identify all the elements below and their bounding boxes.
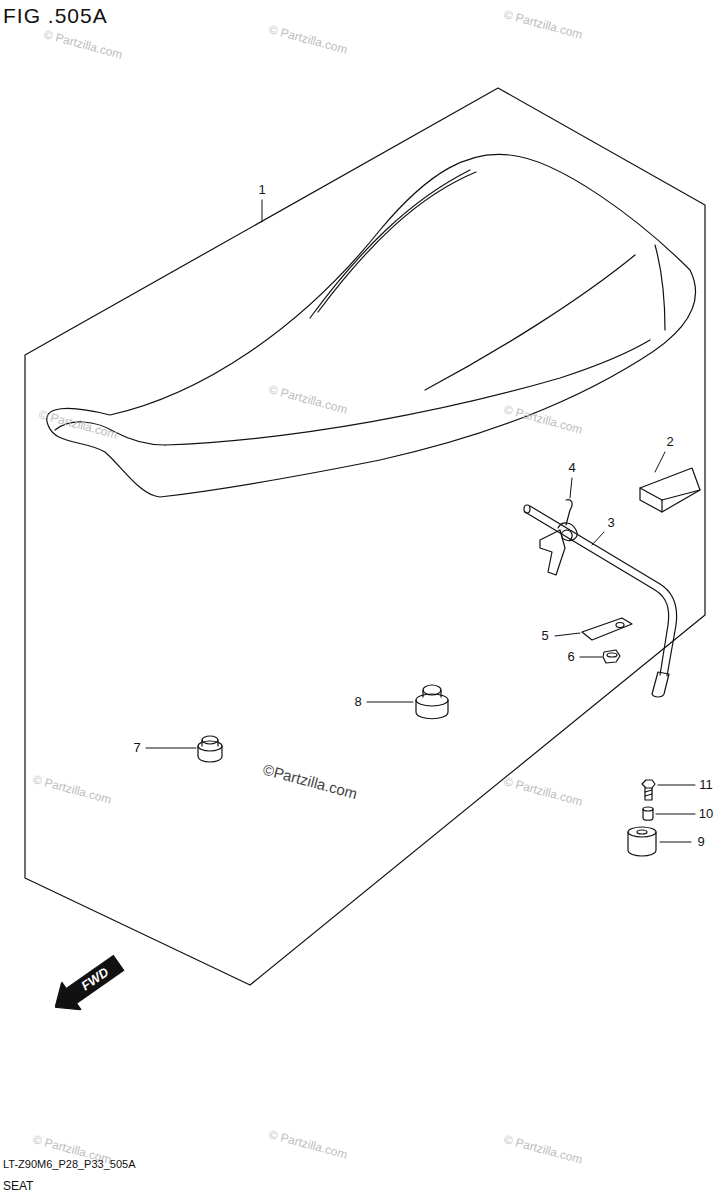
pad-part [640,468,700,512]
watermark: © Partzilla.com [502,8,584,42]
callout-number: 11 [698,778,714,792]
callout-number: 9 [696,835,705,849]
watermark: © Partzilla.com [502,1133,584,1167]
watermark: ©Partzilla.com [260,761,360,803]
callout-number: 10 [698,807,714,821]
grommet-part [628,827,656,856]
callout-number: 8 [353,695,362,709]
watermark: © Partzilla.com [502,775,584,809]
watermark: © Partzilla.com [502,403,584,437]
cushion-large [416,685,448,719]
collar-part [643,807,653,820]
callout-number: 2 [665,435,674,449]
cushion-small [198,736,222,762]
leader-lines [146,200,695,842]
watermark: © Partzilla.com [31,773,113,807]
seat-drawing [47,154,696,497]
direction-arrow: FWD [45,949,128,1022]
lock-rod [524,505,677,697]
callout-number: 7 [132,741,141,755]
figure-caption: SEAT [3,1180,33,1193]
kit-frame [25,88,705,985]
callout-number: 3 [606,516,615,530]
callout-number: 1 [257,183,266,197]
watermark: © Partzilla.com [267,383,349,417]
callout-number: 4 [567,461,576,475]
nut-part [603,650,620,663]
watermark: © Partzilla.com [267,1128,349,1162]
callout-number: 6 [566,650,575,664]
watermark: © Partzilla.com [42,28,124,62]
callout-number: 5 [540,629,549,643]
bolt-part [642,780,655,800]
latch-spring [540,500,577,575]
plate-part [582,618,632,640]
watermark: © Partzilla.com [267,23,349,57]
figure-title: FIG .505A [3,4,108,27]
watermark: © Partzilla.com [37,408,119,442]
drawing-code: LT-Z90M6_P28_P33_505A [3,1158,136,1170]
